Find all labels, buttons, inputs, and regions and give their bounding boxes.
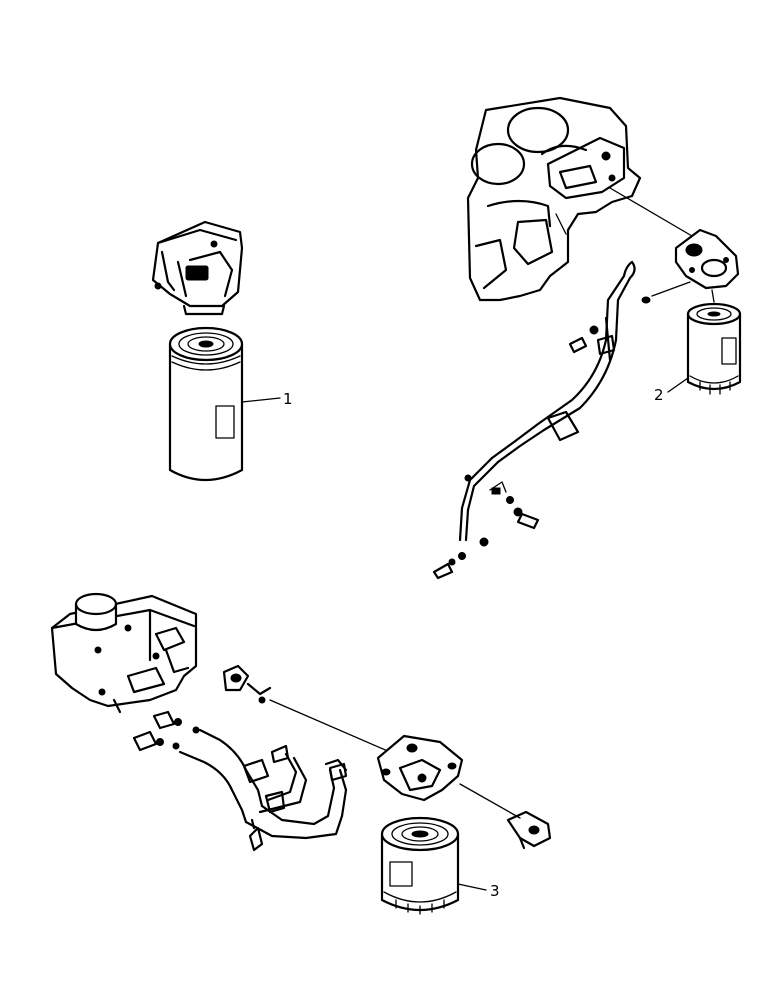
- callout-1: 1: [241, 390, 293, 408]
- bolts-and-washers-2: [432, 325, 599, 580]
- filter-cartridge-1: [168, 326, 244, 481]
- filter-head-3: [376, 734, 464, 802]
- filter-head-2: [674, 228, 740, 290]
- filter-cartridge-3: [380, 816, 460, 915]
- callout-3: 3: [457, 882, 500, 900]
- filter-assembly-1: 1: [151, 220, 293, 481]
- callout-1-label: 1: [283, 390, 293, 408]
- filter-head-1: [151, 220, 244, 316]
- engine-block: [466, 96, 642, 302]
- callout-2: 2: [654, 377, 689, 404]
- filter-assembly-3: 3: [50, 592, 552, 915]
- hoses-3: [178, 728, 348, 840]
- banjo-fitting-3a: [222, 664, 391, 753]
- callout-3-label: 3: [490, 882, 500, 900]
- bolts-3: [248, 744, 348, 852]
- oil-tank-housing: [50, 592, 198, 708]
- oil-pipes-2: [458, 260, 636, 542]
- fittings-3: [112, 698, 200, 752]
- filter-cartridge-2: [686, 302, 742, 395]
- banjo-fitting-3b: [506, 810, 552, 850]
- filter-assembly-2: 2: [432, 96, 742, 580]
- callout-2-label: 2: [654, 386, 664, 404]
